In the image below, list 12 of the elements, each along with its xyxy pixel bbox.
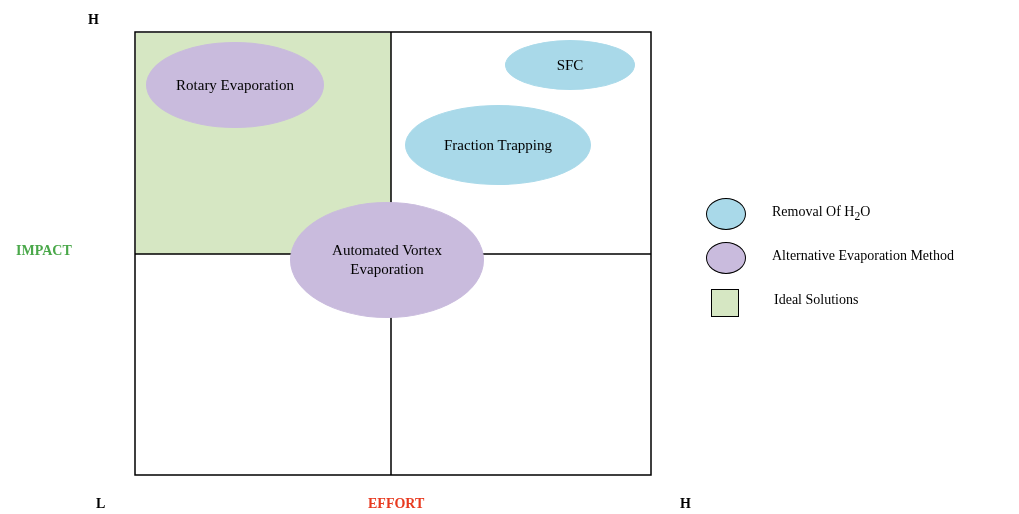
method-name: Fraction Trapping bbox=[444, 135, 552, 155]
method-name: Automated Vortex Evaporation bbox=[331, 241, 443, 279]
method-name: Rotary Evaporation bbox=[176, 75, 294, 95]
legend-text: Ideal Solutions bbox=[774, 292, 859, 308]
axis-title: EFFORT bbox=[368, 496, 425, 512]
axis-high-label: H bbox=[88, 12, 99, 28]
legend-text: Removal Of H$_{2}$O bbox=[772, 204, 871, 223]
axis-title: IMPACT bbox=[16, 243, 72, 259]
axis-low-label: L bbox=[96, 496, 106, 512]
legend-text: Alternative Evaporation Method bbox=[772, 248, 954, 264]
method-name: SFC bbox=[556, 55, 584, 75]
axis-high-label: H bbox=[680, 496, 691, 512]
